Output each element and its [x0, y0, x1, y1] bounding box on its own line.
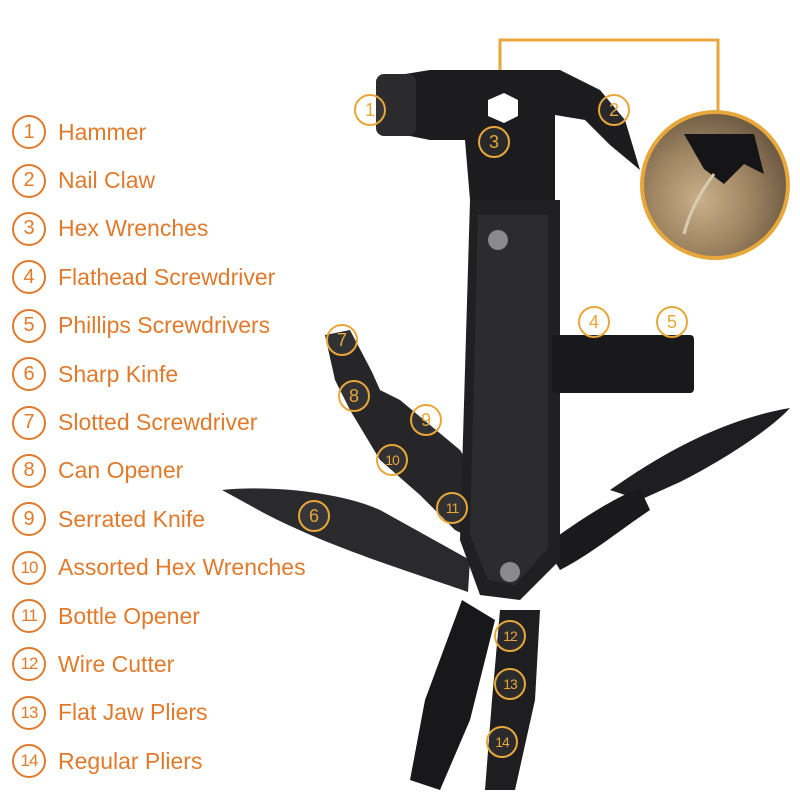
- legend-label: Nail Claw: [58, 167, 156, 194]
- legend-label: Hammer: [58, 118, 147, 145]
- number-badge: 11: [12, 599, 46, 634]
- legend-label: Phillips Screwdrivers: [58, 312, 271, 339]
- legend-item: 3 Hex Wrenches: [12, 205, 352, 253]
- serrated-knife: [610, 408, 790, 500]
- number-badge: 5: [12, 308, 46, 343]
- legend-item: 11 Bottle Opener: [12, 592, 352, 640]
- number-badge: 10: [12, 550, 46, 585]
- legend-label: Bottle Opener: [58, 602, 200, 629]
- legend-label: Hex Wrenches: [58, 215, 209, 242]
- number-badge: 3: [12, 211, 46, 246]
- legend-label: Sharp Kinfe: [58, 360, 179, 387]
- legend-item: 8 Can Opener: [12, 447, 352, 495]
- hex-hole: [488, 93, 518, 123]
- number-badge: 12: [12, 647, 46, 682]
- handle-plate: [470, 215, 548, 585]
- callout-marker: 14: [486, 726, 518, 758]
- legend-item: 6 Sharp Kinfe: [12, 350, 352, 398]
- callout-marker: 10: [376, 444, 408, 476]
- bit-holder: [552, 335, 694, 393]
- hammer-face: [376, 74, 416, 136]
- callout-marker: 2: [598, 94, 630, 126]
- knife-blade: [222, 488, 470, 592]
- number-badge: 6: [12, 357, 46, 392]
- legend-label: Can Opener: [58, 457, 184, 484]
- callout-marker: 4: [578, 306, 610, 338]
- callout-marker: 12: [494, 620, 526, 652]
- legend-list: 1 Hammer 2 Nail Claw 3 Hex Wrenches 4 Flathe…: [12, 108, 352, 785]
- number-badge: 1: [12, 115, 46, 150]
- legend-item: 2 Nail Claw: [12, 156, 352, 204]
- legend-label: Slotted Screwdriver: [58, 409, 258, 436]
- number-badge: 13: [12, 695, 46, 730]
- callout-marker: 1: [354, 94, 386, 126]
- inset-hammer-claw: [682, 134, 764, 235]
- legend-label: Flat Jaw Pliers: [58, 699, 208, 726]
- legend-item: 12 Wire Cutter: [12, 640, 352, 688]
- number-badge: 9: [12, 502, 46, 537]
- number-badge: 4: [12, 260, 46, 295]
- legend-label: Regular Pliers: [58, 747, 203, 774]
- callout-marker: 7: [326, 324, 358, 356]
- number-badge: 7: [12, 405, 46, 440]
- plier-jaw-left: [410, 600, 495, 790]
- callout-marker: 13: [494, 668, 526, 700]
- callout-marker: 11: [436, 492, 468, 524]
- legend-item: 7 Slotted Screwdriver: [12, 398, 352, 446]
- legend-label: Serrated Knife: [58, 505, 206, 532]
- legend-item: 14 Regular Pliers: [12, 737, 352, 785]
- legend-item: 9 Serrated Knife: [12, 495, 352, 543]
- legend-item: 4 Flathead Screwdriver: [12, 253, 352, 301]
- multi-blade: [325, 330, 500, 545]
- legend-label: Assorted Hex Wrenches: [58, 554, 306, 581]
- callout-marker: 3: [478, 126, 510, 158]
- callout-marker: 6: [298, 500, 330, 532]
- legend-label: Wire Cutter: [58, 650, 175, 677]
- number-badge: 2: [12, 163, 46, 198]
- legend-item: 10 Assorted Hex Wrenches: [12, 544, 352, 592]
- callout-marker: 8: [338, 380, 370, 412]
- legend-item: 5 Phillips Screwdrivers: [12, 302, 352, 350]
- screw-bottom: [500, 562, 520, 582]
- legend-label: Flathead Screwdriver: [58, 263, 276, 290]
- hammer-head: [380, 70, 640, 200]
- number-badge: 14: [12, 744, 46, 779]
- legend-item: 1 Hammer: [12, 108, 352, 156]
- screw-top: [488, 230, 508, 250]
- callout-leader-line: [498, 38, 720, 112]
- callout-marker: 5: [656, 306, 688, 338]
- number-badge: 8: [12, 453, 46, 488]
- callout-marker: 9: [410, 404, 442, 436]
- knife-handle-link: [545, 488, 650, 570]
- legend-item: 13 Flat Jaw Pliers: [12, 689, 352, 737]
- inset-photo: [640, 110, 790, 260]
